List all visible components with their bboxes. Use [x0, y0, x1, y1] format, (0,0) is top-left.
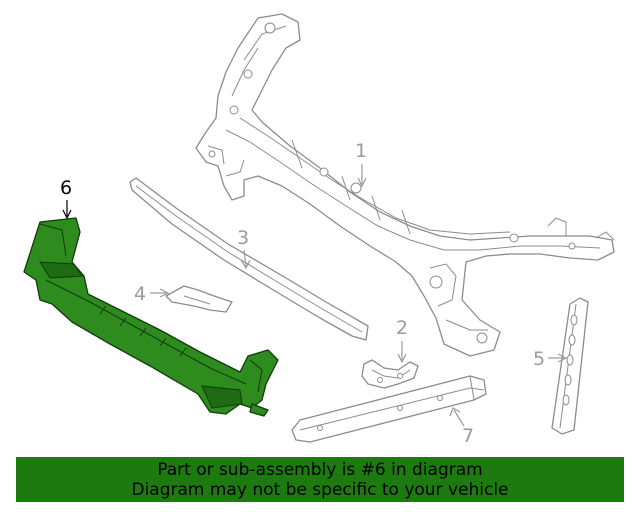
callout-7: 7	[449, 407, 474, 447]
callout-label-1: 1	[355, 140, 367, 162]
callout-label-6: 6	[60, 177, 72, 199]
part-2-bracket	[361, 359, 419, 389]
banner-line-disclaimer: Diagram may not be specific to your vehi…	[131, 479, 509, 500]
callout-label-4: 4	[134, 283, 146, 305]
callout-label-7: 7	[462, 425, 474, 447]
part-7-lower-bar	[291, 375, 487, 443]
callout-4: 4	[134, 283, 170, 305]
info-banner: Part or sub-assembly is #6 in diagram Di…	[16, 457, 624, 502]
part-5-side-bracket	[551, 297, 589, 435]
callout-1: 1	[355, 140, 367, 188]
part-6-lower-support-highlighted	[23, 217, 279, 417]
callout-2: 2	[396, 317, 408, 364]
callout-label-3: 3	[237, 227, 249, 249]
callout-5: 5	[533, 348, 568, 370]
part-1-radiator-support	[195, 13, 615, 357]
callout-label-2: 2	[396, 317, 408, 339]
banner-line-part-number: Part or sub-assembly is #6 in diagram	[157, 459, 483, 480]
callout-3: 3	[237, 227, 251, 270]
callout-label-5: 5	[533, 348, 545, 370]
part-3-seal-strip	[129, 177, 369, 341]
part-4-pad	[165, 285, 233, 313]
parts-diagram: 1 2 3 4 5 6 7	[23, 13, 615, 447]
callout-6: 6	[60, 177, 72, 220]
